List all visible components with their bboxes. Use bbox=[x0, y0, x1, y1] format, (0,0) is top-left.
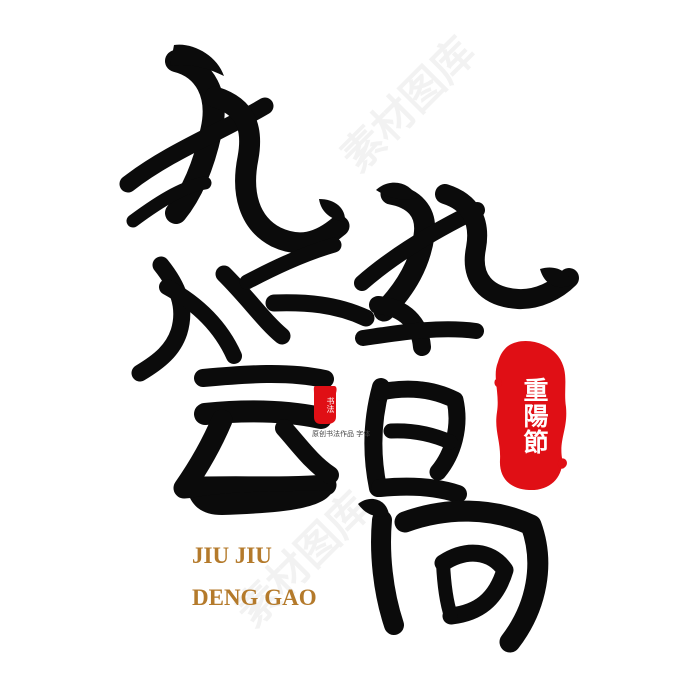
romanization-line-one: JIU JIU bbox=[192, 543, 272, 568]
romanization-line-two: DENG GAO bbox=[192, 585, 317, 610]
brush-character-jiu-second bbox=[354, 182, 579, 322]
brush-character-gao bbox=[355, 296, 549, 653]
red-festival-seal bbox=[494, 341, 567, 491]
brush-character-deng bbox=[131, 237, 375, 515]
brush-character-jiu-first bbox=[119, 44, 350, 254]
small-seal-text: 书法 bbox=[326, 397, 335, 413]
red-seal-text: 重陽節 bbox=[520, 377, 549, 455]
small-red-seal bbox=[313, 386, 337, 424]
calligraphy-credit: 原创书法作品 字体 bbox=[312, 430, 371, 438]
